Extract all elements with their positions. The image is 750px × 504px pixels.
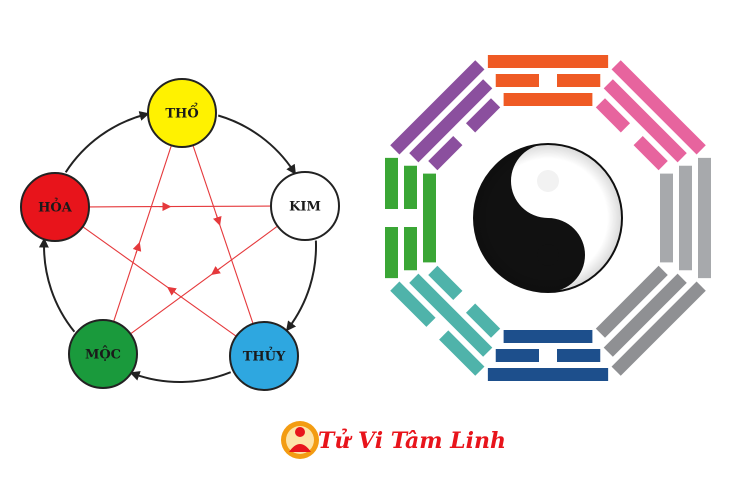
trigram-left-line-2-right [404,165,417,209]
trigram-left-line-2-left [404,227,417,271]
element-moc: MỘC [68,319,138,389]
trigram-top-left-line-3 [390,60,485,155]
element-hoa-label: HỎA [38,198,73,216]
generating-arrow-kim-to-thuy [285,240,317,332]
bagua-diagram [385,55,711,381]
controlling-line-kim-to-moc [130,225,278,335]
element-hoa-circle [20,172,90,242]
generating-arrow-moc-to-hoa [38,237,76,333]
element-kim-label: KIM [289,200,321,215]
buddha-logo-icon [281,421,319,459]
brand-watermark: Tử Vi Tâm Linh [281,421,506,459]
controlling-arrow-kim-to-moc [210,266,221,276]
trigram-top-line-2-left [495,74,539,87]
element-thuy-label: THỦY [243,347,286,365]
trigram-bottom-right-line-2 [603,273,687,357]
controlling-line-thuy-to-hoa [82,226,237,337]
trigram-top-left-line-1-right [465,98,501,133]
element-tho-circle [147,78,217,148]
brand-logo-inner [286,426,314,454]
trigram-bottom-line-3 [487,368,609,381]
generating-cycle-arrows [38,111,317,383]
trigram-bottom-right-line-3 [611,281,706,376]
trigram-top-right-line-2 [603,79,687,163]
controlling-line-moc-to-tho [113,145,172,322]
trigram-top-right-line-1-left [595,98,631,133]
trigram-top-left [390,60,501,171]
trigram-top-left-line-2 [409,79,493,163]
trigram-bottom-line-2-left [557,349,601,362]
controlling-line-hoa-to-kim [88,205,272,208]
bagua-trigrams [385,55,711,381]
trigram-bottom-left-line-1-left [465,303,501,338]
element-hoa: HỎA [20,172,90,242]
controlling-arrow-moc-to-tho [132,241,142,254]
brand-logo-head [295,427,305,437]
trigram-top-line-3 [487,55,609,68]
trigram-top-line-2-right [557,74,601,87]
element-nodes: THỔ KIM THỦY MỘC HỎA [20,78,340,391]
generating-arrow-hoa-to-tho [64,111,150,173]
yin-yang-shading [474,144,622,292]
trigram-top-right-line-1-right [633,135,668,171]
element-kim: KIM [270,171,340,241]
trigram-bottom-left [390,265,501,376]
generating-arrow-thuy-to-moc [129,371,232,383]
trigram-top [487,55,609,106]
trigram-right-line-1 [660,173,673,263]
trigram-left-line-3-left [385,227,398,279]
controlling-arrow-thuy-to-hoa [166,286,178,296]
brand-name: Tử Vi Tâm Linh [318,428,506,454]
controlling-line-tho-to-thuy [192,145,254,324]
trigram-bottom-left-line-1-right [428,265,463,301]
trigram-bottom-right-line-1 [595,265,668,338]
trigram-top-left-line-1-left [428,135,463,171]
trigram-top-right-line-3 [611,60,706,155]
trigram-bottom-right [595,265,706,376]
trigram-right [660,157,711,279]
trigram-bottom-left-line-3-left [439,330,485,376]
trigram-top-line-1 [503,93,593,106]
trigram-left-line-3-right [385,157,398,209]
brand-logo-body [289,444,311,452]
element-tho: THỔ [147,78,217,148]
element-moc-circle [68,319,138,389]
trigram-bottom-line-1 [503,330,593,343]
element-tho-label: THỔ [165,103,198,122]
trigram-right-line-2 [679,165,692,271]
trigram-top-right [595,60,706,171]
trigram-bottom [487,330,609,381]
controlling-cycle-star [82,145,278,337]
controlling-arrow-tho-to-thuy [212,214,222,226]
trigram-right-line-3 [698,157,711,279]
trigram-bottom-left-line-2 [409,273,493,357]
trigram-bottom-left-line-3-right [390,281,436,327]
trigram-left-line-1 [423,173,436,263]
yin-yang-icon [473,143,623,293]
element-thuy: THỦY [229,321,299,391]
element-kim-circle [270,171,340,241]
five-elements-diagram: THỔ KIM THỦY MỘC HỎA [20,78,340,391]
generating-arrow-tho-to-kim [217,114,296,175]
element-moc-label: MỘC [85,346,121,363]
element-thuy-circle [229,321,299,391]
trigram-bottom-line-2-right [495,349,539,362]
trigram-left [385,157,436,279]
